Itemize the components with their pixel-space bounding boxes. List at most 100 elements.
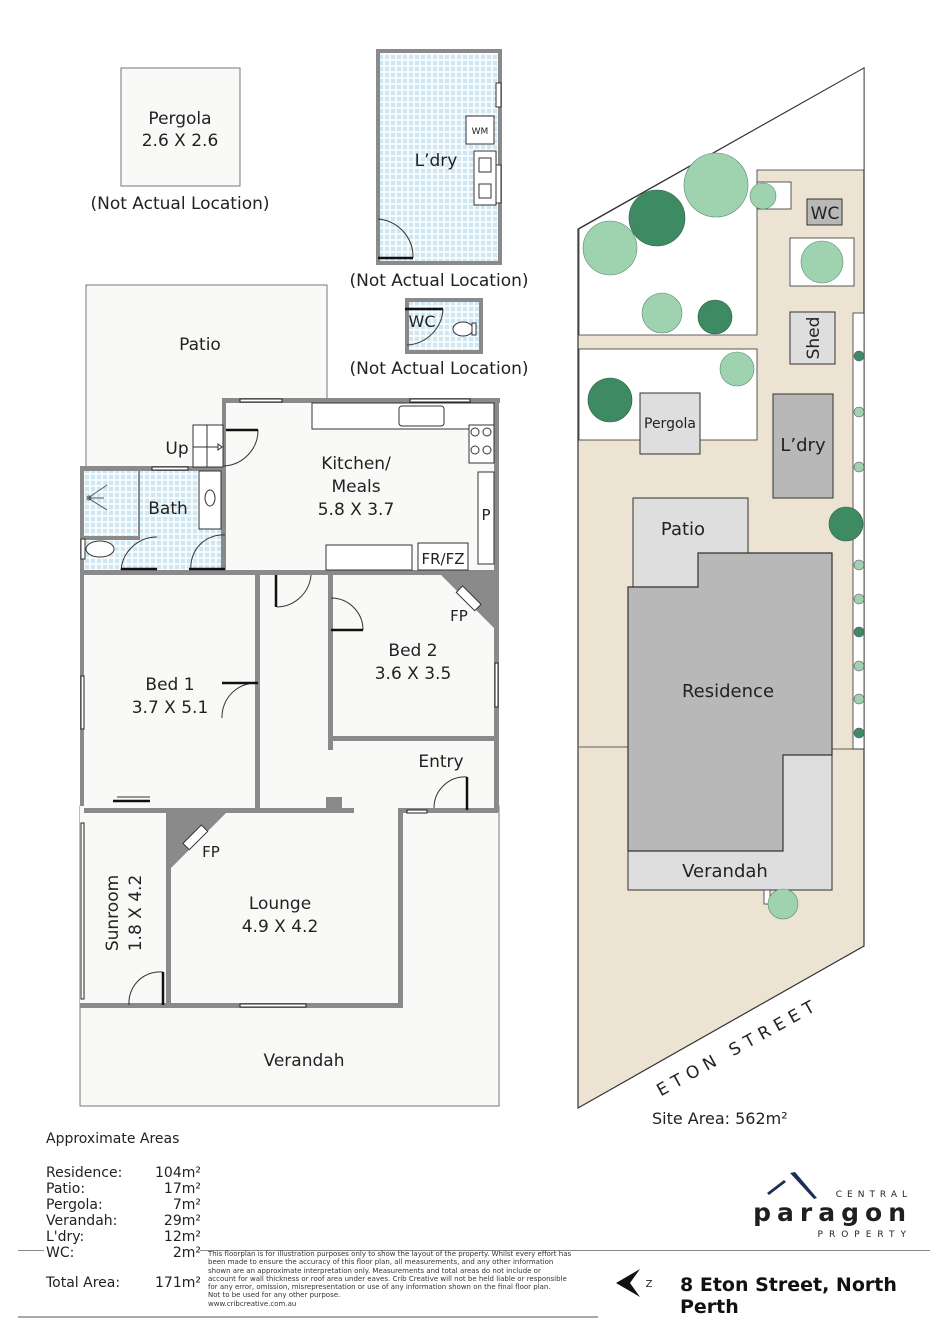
area-row: L'dry:12m² bbox=[46, 1229, 201, 1245]
doors bbox=[113, 428, 469, 1006]
lounge-fireplace-label: FP bbox=[202, 843, 220, 861]
area-row: Pergola:7m² bbox=[46, 1197, 201, 1213]
site-patio-label: Patio bbox=[661, 519, 705, 540]
area-row: Verandah:29m² bbox=[46, 1213, 201, 1229]
divider bbox=[18, 1316, 598, 1318]
verandah-label: Verandah bbox=[264, 1051, 345, 1071]
area-row: Residence:104m² bbox=[46, 1165, 201, 1181]
lounge-fireplace-icon bbox=[182, 824, 209, 851]
washing-machine-label: WM bbox=[472, 127, 489, 137]
site-plan: WC Shed Pergola L’dry Patio Residence Ve… bbox=[577, 66, 865, 1110]
bed2-fireplace-icon bbox=[455, 585, 482, 612]
tree-icon bbox=[683, 152, 749, 218]
toilet-icon bbox=[452, 321, 474, 337]
site-residence-label: Residence bbox=[682, 681, 774, 702]
property-address: 8 Eton Street, North Perth bbox=[680, 1274, 897, 1318]
bed2-dims: 3.6 X 3.5 bbox=[375, 664, 452, 684]
washing-machine bbox=[465, 115, 495, 145]
areas-title: Approximate Areas bbox=[46, 1131, 180, 1147]
bed2-fireplace-label: FP bbox=[450, 607, 468, 625]
north-arrow-icon: Z bbox=[616, 1269, 653, 1297]
pergola-location-note: (Not Actual Location) bbox=[90, 194, 269, 214]
laundry-label: L’dry bbox=[415, 151, 458, 171]
area-row: WC:2m² bbox=[46, 1245, 201, 1261]
shrub-icon bbox=[853, 461, 865, 473]
kitchen-label-line2: Meals bbox=[331, 477, 380, 497]
windows bbox=[80, 398, 499, 1008]
lounge-label: Lounge bbox=[249, 894, 311, 914]
area-row: Patio:17m² bbox=[46, 1181, 201, 1197]
website-link: www.cribcreative.com.au bbox=[208, 1299, 297, 1308]
bath-fixtures: Bath bbox=[80, 470, 226, 571]
wc-detached: WC (Not Actual Location) bbox=[349, 298, 529, 379]
tree-icon bbox=[800, 240, 844, 284]
laundry-location-note: (Not Actual Location) bbox=[349, 271, 528, 291]
bed1-dims: 3.7 X 5.1 bbox=[132, 698, 209, 718]
stairs-label: Up bbox=[165, 439, 188, 459]
tree-icon bbox=[828, 506, 864, 542]
pantry bbox=[477, 471, 495, 565]
site-laundry-label: L’dry bbox=[780, 435, 826, 456]
shrub-icon bbox=[853, 693, 865, 705]
area-total-row: Total Area:171m² bbox=[46, 1275, 201, 1291]
lounge-dims: 4.9 X 4.2 bbox=[242, 917, 319, 937]
stairs: Up bbox=[165, 424, 224, 468]
laundry-detached: WM L’dry (Not Actual Location) bbox=[349, 49, 529, 291]
tree-icon bbox=[587, 377, 633, 423]
site-shed-label: Shed bbox=[804, 317, 824, 360]
tree-icon bbox=[767, 888, 799, 920]
tree-icon bbox=[719, 351, 755, 387]
tree-icon bbox=[697, 299, 733, 335]
shrub-icon bbox=[853, 626, 865, 638]
fridge bbox=[417, 542, 469, 571]
site-pergola-label: Pergola bbox=[644, 416, 696, 432]
laundry-door bbox=[377, 218, 414, 259]
sunroom-label: Sunroom bbox=[103, 875, 123, 951]
tree-icon bbox=[628, 189, 686, 247]
shrub-icon bbox=[853, 350, 865, 362]
wc-label: WC bbox=[409, 312, 436, 331]
site-wc-label: WC bbox=[811, 204, 840, 224]
pantry-label: P bbox=[481, 506, 490, 524]
sunroom-dims: 1.8 X 4.2 bbox=[126, 875, 146, 952]
fridge-label: FR/FZ bbox=[421, 550, 464, 568]
site-residence bbox=[627, 552, 833, 852]
site-pergola bbox=[639, 392, 701, 455]
site-laundry bbox=[772, 393, 834, 499]
tree-icon bbox=[749, 182, 777, 210]
toilet-icon bbox=[85, 540, 115, 558]
svg-text:Z: Z bbox=[646, 1279, 653, 1290]
divider bbox=[200, 1250, 930, 1251]
cooktop-icon bbox=[468, 424, 495, 464]
brand-logo: CENTRAL paragon PROPERTY bbox=[753, 1190, 912, 1240]
wc-location-note: (Not Actual Location) bbox=[349, 359, 528, 379]
site-area: Site Area: 562m² bbox=[652, 1109, 788, 1128]
tree-icon bbox=[641, 292, 683, 334]
shrub-icon bbox=[853, 660, 865, 672]
bed1-label: Bed 1 bbox=[145, 675, 194, 695]
pergola-detached: Pergola 2.6 X 2.6 (Not Actual Location) bbox=[90, 67, 270, 214]
shrub-icon bbox=[853, 727, 865, 739]
kitchen-island bbox=[325, 544, 413, 571]
tree-icon bbox=[582, 220, 638, 276]
kitchen-label: Kitchen/ bbox=[321, 454, 391, 474]
pergola-label: Pergola bbox=[148, 109, 211, 129]
site-wc bbox=[806, 198, 843, 226]
shrub-icon bbox=[853, 593, 865, 605]
site-shed bbox=[789, 311, 836, 365]
logo-mark bbox=[767, 1172, 817, 1199]
divider bbox=[18, 1250, 44, 1251]
pergola-dims: 2.6 X 2.6 bbox=[142, 131, 219, 151]
sink-icon bbox=[398, 405, 445, 427]
entry-label: Entry bbox=[418, 752, 463, 772]
kitchen-dims: 5.8 X 3.7 bbox=[318, 500, 395, 520]
bath-label: Bath bbox=[148, 499, 188, 519]
trees bbox=[582, 152, 865, 920]
areas-legend: Approximate Areas Residence:104m² Patio:… bbox=[46, 1131, 201, 1291]
kitchen-fixtures: P FR/FZ bbox=[311, 402, 495, 571]
site-verandah-label: Verandah bbox=[682, 861, 768, 882]
shrub-icon bbox=[853, 406, 865, 418]
disclaimer: This floorplan is for illustration purpo… bbox=[208, 1250, 598, 1308]
patio-label: Patio bbox=[179, 335, 221, 355]
